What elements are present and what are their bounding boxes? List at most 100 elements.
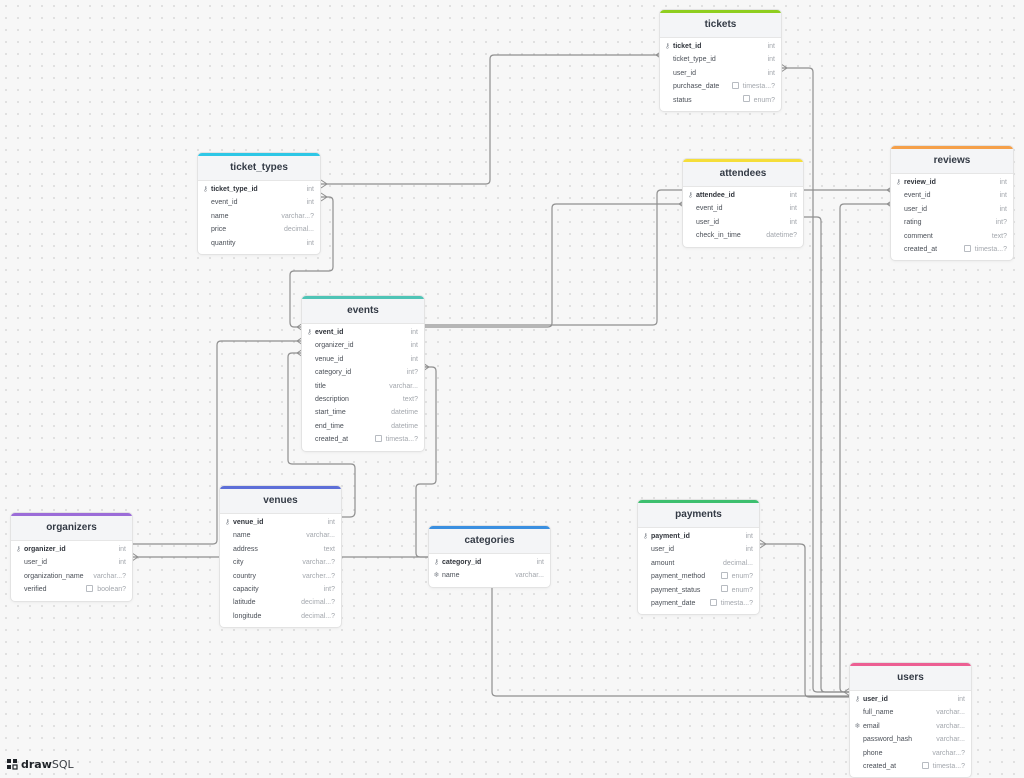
column-name: phone xyxy=(863,749,883,757)
column-type-text: decimal... xyxy=(723,559,753,567)
link-tickets-ticket-type[interactable] xyxy=(321,54,662,185)
table-title[interactable]: tickets xyxy=(660,13,781,38)
column-type-text: enum? xyxy=(753,96,775,104)
column-name: ticket_type_id xyxy=(673,56,716,64)
column-type-text: int xyxy=(957,696,965,703)
table-title[interactable]: attendees xyxy=(683,162,803,187)
column-name: verified xyxy=(24,586,47,594)
column-type: int xyxy=(768,40,775,53)
table-title[interactable]: reviews xyxy=(891,149,1013,174)
table-title[interactable]: payments xyxy=(638,503,759,528)
table-title[interactable]: venues xyxy=(220,489,341,514)
column-name: organization_name xyxy=(24,572,84,580)
table-title[interactable]: categories xyxy=(429,529,550,554)
table-title[interactable]: ticket_types xyxy=(198,156,320,181)
column-name: comment xyxy=(904,232,933,240)
primary-key-icon: ⚷ xyxy=(306,329,313,336)
link-reviews-users[interactable] xyxy=(839,203,893,693)
link-attendees-users[interactable] xyxy=(783,216,850,693)
column-name: venue_id xyxy=(233,519,264,526)
link-payments-users[interactable] xyxy=(760,543,850,698)
column-type-text: boolean? xyxy=(97,586,126,594)
link-events-reviews[interactable] xyxy=(423,189,685,326)
link-events-attendees[interactable] xyxy=(423,203,685,328)
table-title[interactable]: users xyxy=(850,666,971,691)
column-type: int xyxy=(119,543,126,556)
column-row[interactable]: verified boolean? xyxy=(11,583,132,596)
column-name: category_id xyxy=(442,559,482,566)
table-title[interactable]: events xyxy=(302,299,424,324)
column-type: boolean? xyxy=(86,583,126,596)
table-title[interactable]: organizers xyxy=(11,516,132,541)
column-type-text: timesta...? xyxy=(385,436,418,444)
nullable-box-icon xyxy=(731,81,739,89)
column-name: price xyxy=(211,226,227,234)
